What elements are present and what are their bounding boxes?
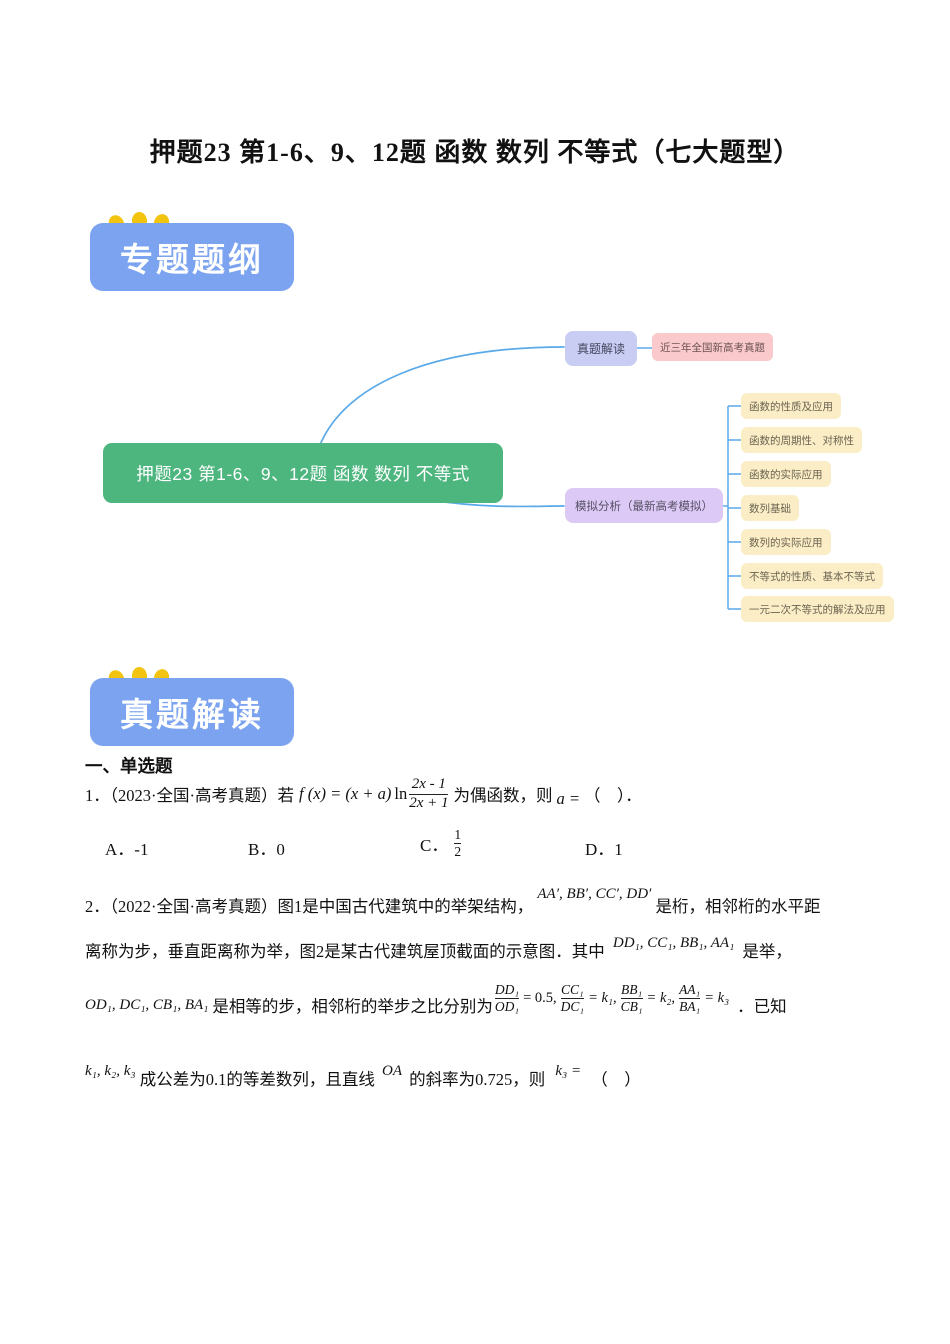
q1-fraction: 2x - 1 2x + 1	[409, 776, 449, 812]
q2-ratio-3-num: BB₁	[620, 981, 643, 997]
q2-ratio-4: AA₁ BA₁	[679, 981, 701, 1014]
mindmap-review-child: 近三年全国新高考真题	[652, 333, 773, 361]
option-b-label: B．	[248, 840, 277, 859]
question-1: 1．（2023·全国·高考真题）若 f (x) = (x + a) ln 2x …	[85, 771, 642, 817]
mindmap-leaf: 数列的实际应用	[741, 529, 831, 555]
q2-ratio-1: DD₁ OD₁	[494, 981, 520, 1014]
q2-k-sequence: k₁, k₂, k₃	[85, 1063, 136, 1079]
option-a-value: -1	[134, 840, 149, 859]
mindmap-branch-sim: 模拟分析（最新高考模拟）	[565, 488, 723, 523]
option-d: D．1	[585, 835, 623, 860]
q2-ratio-4-eq: = k₃	[704, 989, 730, 1006]
question-2-line4: k₁, k₂, k₃ 成公差为0.1的等差数列，且直线 OA 的斜率为0.725…	[85, 1063, 641, 1090]
mindmap-leaf: 函数的周期性、对称性	[741, 427, 862, 453]
q2-line3-post: ．已知	[737, 997, 787, 1016]
q2-ratio-2-den: DC₁	[560, 997, 585, 1014]
option-b-value: 0	[276, 840, 285, 859]
q2-k3-equals: k₃ =	[555, 1063, 582, 1079]
q2-ratio-4-den: BA₁	[679, 997, 701, 1014]
q2-ratio-2-num: CC₁	[561, 981, 584, 997]
mindmap-leaf: 函数的实际应用	[741, 461, 831, 487]
q2-ratio-2-eq: = k₁,	[588, 989, 617, 1006]
q2-line2-post: 是举，	[742, 942, 792, 961]
option-d-value: 1	[614, 840, 623, 859]
page-title: 押题23 第1-6、9、12题 函数 数列 不等式（七大题型）	[149, 138, 801, 167]
q2-ratio-1-eq: = 0.5,	[523, 989, 557, 1006]
q2-ratio-3-eq: = k₂,	[646, 989, 676, 1006]
mindmap-branch-review: 真题解读	[565, 331, 638, 366]
option-a: A．-1	[105, 835, 148, 860]
q1-var-a: a =	[556, 789, 580, 808]
q2-line4-mid2: 的斜率为0.725，则	[409, 1070, 546, 1089]
option-d-label: D．	[585, 840, 615, 859]
q2-ratio-1-den: OD₁	[494, 997, 520, 1014]
mindmap-root-node: 押题23 第1-6、9、12题 函数 数列 不等式	[103, 443, 503, 503]
q1-fraction-numerator: 2x - 1	[411, 776, 446, 793]
q2-line1-post: 是桁，相邻桁的水平距	[655, 897, 821, 916]
section-heading: 一、单选题	[85, 756, 173, 776]
option-a-label: A．	[105, 840, 135, 859]
q2-line1-pre: 2．（2022·全国·高考真题）图1是中国古代建筑中的举架结构，	[85, 897, 534, 916]
q1-answer-blank: （ ）．	[584, 786, 642, 805]
q1-function-expr: f (x) = (x + a)	[299, 784, 392, 803]
q2-purlins-expr: AA′, BB′, CC′, DD′	[537, 886, 652, 902]
q1-fraction-denominator: 2x + 1	[409, 793, 449, 811]
q1-suffix: 为偶函数，则	[453, 786, 553, 805]
q2-ratio-2: CC₁ DC₁	[560, 981, 585, 1014]
q1-prefix: 1．（2023·全国·高考真题）若	[85, 786, 294, 805]
question-2-line3: OD₁, DC₁, CB₁, BA₁ 是相等的步，相邻桁的举步之比分别为 DD₁…	[85, 972, 787, 1024]
q2-line3-mid: 是相等的步，相邻桁的举步之比分别为	[212, 997, 493, 1016]
mindmap-leaf: 不等式的性质、基本不等式	[741, 563, 883, 589]
section-badge-outline: 专题题纲	[90, 211, 294, 292]
q2-ratio-3-den: CB₁	[620, 997, 643, 1014]
question-2-line2: 离称为步，垂直距离称为举，图2是某古代建筑屋顶截面的示意图．其中 DD₁, CC…	[85, 935, 792, 962]
q2-ratio-4-num: AA₁	[679, 981, 701, 997]
option-c: C． 1 2	[420, 821, 462, 865]
option-c-label: C．	[420, 835, 449, 855]
q2-line4-mid1: 成公差为0.1的等差数列，且直线	[139, 1070, 375, 1089]
q1-ln-symbol: ln	[394, 784, 408, 803]
q2-ratio-3: BB₁ CB₁	[620, 981, 643, 1014]
connector-root-to-review	[319, 346, 565, 446]
badge-outline-label: 专题题纲	[90, 223, 294, 291]
q2-answer-blank: （ ）	[591, 1070, 641, 1089]
option-c-numerator: 1	[454, 826, 462, 842]
badge-review-label: 真题解读	[90, 678, 294, 746]
option-b: B．0	[248, 835, 285, 860]
q2-line-oa: OA	[382, 1063, 402, 1079]
mindmap-leaf: 一元二次不等式的解法及应用	[741, 596, 894, 622]
q2-ratio-1-num: DD₁	[494, 981, 520, 997]
question-2-line1: 2．（2022·全国·高考真题）图1是中国古代建筑中的举架结构， AA′, BB…	[85, 886, 821, 917]
option-c-denominator: 2	[454, 842, 462, 859]
mindmap-leaf: 数列基础	[741, 495, 799, 521]
mindmap-leaf: 函数的性质及应用	[741, 393, 841, 419]
option-c-fraction: 1 2	[454, 826, 462, 859]
section-badge-review: 真题解读	[90, 666, 294, 747]
q2-rises-expr: DD₁, CC₁, BB₁, AA₁	[612, 935, 735, 951]
q2-line2-pre: 离称为步，垂直距离称为举，图2是某古代建筑屋顶截面的示意图．其中	[85, 942, 605, 961]
q2-steps-expr: OD₁, DC₁, CB₁, BA₁	[85, 996, 209, 1013]
